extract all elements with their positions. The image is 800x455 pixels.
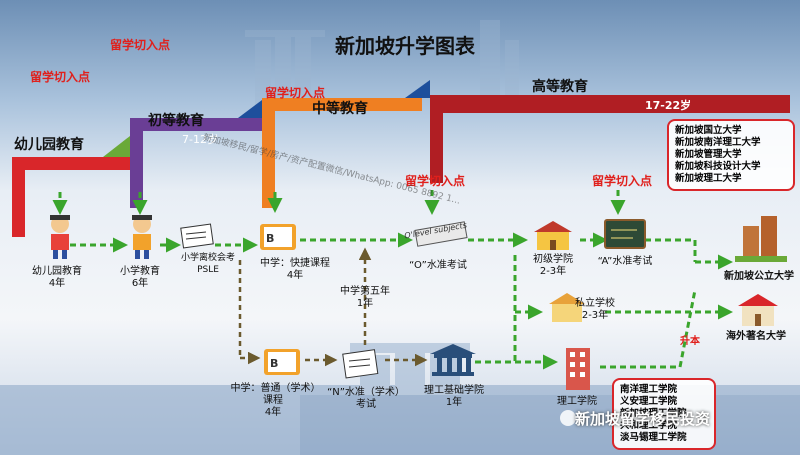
node-polytechnic-label: 理工学院 [557, 396, 597, 407]
skyline-top [245, 20, 519, 110]
node-psle-sub: PSLE [197, 265, 219, 275]
node-o-level-label: “O”水准考试 [409, 260, 467, 271]
node-express-label: 中学：快捷课程 [260, 258, 330, 269]
node-kindergarten-years: 4年 [48, 278, 66, 289]
stage-bar-kindergarten [12, 157, 132, 237]
node-normal-years: 4年 [264, 407, 282, 418]
node-psle-label: 小学离校会考 [180, 253, 235, 263]
blackboard-icon [604, 219, 646, 249]
university-item: 新加坡科技设计大学 [675, 161, 761, 172]
triangle-green [103, 136, 130, 157]
node-junior-college: 初级学院 2-3年 [523, 254, 583, 278]
wechat-icon [560, 410, 576, 426]
polytechnic-building-icon [566, 348, 590, 390]
triangle-blue-1 [238, 100, 262, 118]
polytechnic-item: 义安理工学院 [620, 396, 678, 407]
universities-box: 新加坡国立大学 新加坡南洋理工大学 新加坡管理大学 新加坡科技设计大学 新加坡理… [667, 119, 795, 191]
node-ite-years: 1年 [445, 397, 463, 408]
node-kindergarten: 幼儿园教育 4年 [22, 266, 92, 290]
node-private-years: 2-3年 [581, 310, 609, 321]
node-normal-label: 中学：普通（学术）课程 [230, 383, 316, 406]
node-private: 私立学校 2-3年 [560, 298, 630, 322]
exam-paper-icon [180, 223, 214, 249]
node-express: 中学：快捷课程 4年 [250, 258, 340, 282]
book-icon: B [260, 224, 296, 250]
node-kindergarten-label: 幼儿园教育 [32, 266, 82, 277]
o-level-book-icon [414, 221, 468, 247]
node-psle: 小学离校会考 PSLE [168, 252, 248, 276]
entry-point-label: 留学切入点 [30, 70, 91, 84]
node-n-level-label: “N”水准（学术）考试 [327, 387, 405, 410]
stage-tertiary-label: 高等教育 [532, 79, 588, 95]
node-junior-college-years: 2-3年 [539, 266, 567, 277]
node-sec5: 中学第五年 1年 [325, 286, 405, 310]
brand-label: 新加坡留学移民投资 [575, 410, 711, 428]
node-junior-college-label: 初级学院 [533, 254, 573, 265]
svg-text:B: B [270, 357, 278, 370]
entry-point-label: 留学切入点 [405, 174, 466, 188]
university-item: 新加坡管理大学 [675, 149, 742, 160]
university-building-icon [735, 216, 787, 262]
school-building-icon [534, 221, 572, 250]
stage-tertiary-age: 17-22岁 [645, 99, 692, 112]
stage-kindergarten-label: 幼儿园教育 [14, 137, 84, 153]
node-private-label: 私立学校 [575, 298, 615, 309]
node-primary: 小学教育 6年 [108, 266, 172, 290]
polytechnic-item: 新加坡理工学院 [620, 408, 687, 419]
stage-bar-secondary [262, 98, 422, 208]
university-item: 新加坡国立大学 [675, 125, 742, 136]
page-title: 新加坡升学图表 [335, 34, 475, 58]
stage-bar-primary [130, 118, 265, 208]
book-icon: B [264, 349, 300, 375]
stage-primary-age: 7-12岁 [182, 133, 218, 146]
entry-point-label: 留学切入点 [110, 38, 171, 52]
university-item: 新加坡理工大学 [675, 173, 742, 184]
private-school-icon [549, 293, 585, 322]
node-overseas-university-label: 海外著名大学 [726, 331, 786, 342]
svg-text:B: B [266, 232, 274, 245]
node-express-years: 4年 [286, 270, 304, 281]
node-a-level-label: “A”水准考试 [597, 256, 653, 267]
node-primary-years: 6年 [131, 278, 149, 289]
polytechnic-item: 共和理工学院 [620, 420, 678, 431]
node-public-university-label: 新加坡公立大学 [724, 271, 794, 282]
node-ite: 理工基础学院 1年 [418, 385, 490, 409]
node-normal: 中学：普通（学术）课程 4年 [230, 383, 316, 419]
exam-paper-icon [342, 349, 379, 379]
node-primary-label: 小学教育 [120, 266, 160, 277]
node-ite-label: 理工基础学院 [424, 385, 484, 396]
stage-primary-label: 初等教育 [148, 113, 204, 129]
overseas-university-icon [738, 294, 778, 326]
entry-point-label: 留学切入点 [265, 86, 326, 100]
child-icon [50, 215, 70, 259]
upgrade-label: 升本 [680, 336, 700, 347]
institute-building-icon [430, 344, 476, 376]
node-sec5-label: 中学第五年 [340, 286, 390, 297]
entry-point-label: 留学切入点 [592, 174, 653, 188]
node-sec5-years: 1年 [356, 298, 374, 309]
stage-secondary-label: 中等教育 [312, 101, 368, 117]
triangle-blue-2 [405, 80, 430, 98]
stage-bar-tertiary [430, 95, 790, 183]
polytechnics-box: 南洋理工学院 义安理工学院 新加坡理工学院 共和理工学院 淡马锡理工学院 [612, 378, 716, 450]
polytechnic-item: 南洋理工学院 [620, 384, 678, 395]
university-item: 新加坡南洋理工大学 [675, 137, 761, 148]
child-icon [132, 215, 152, 259]
polytechnic-item: 淡马锡理工学院 [620, 432, 687, 443]
